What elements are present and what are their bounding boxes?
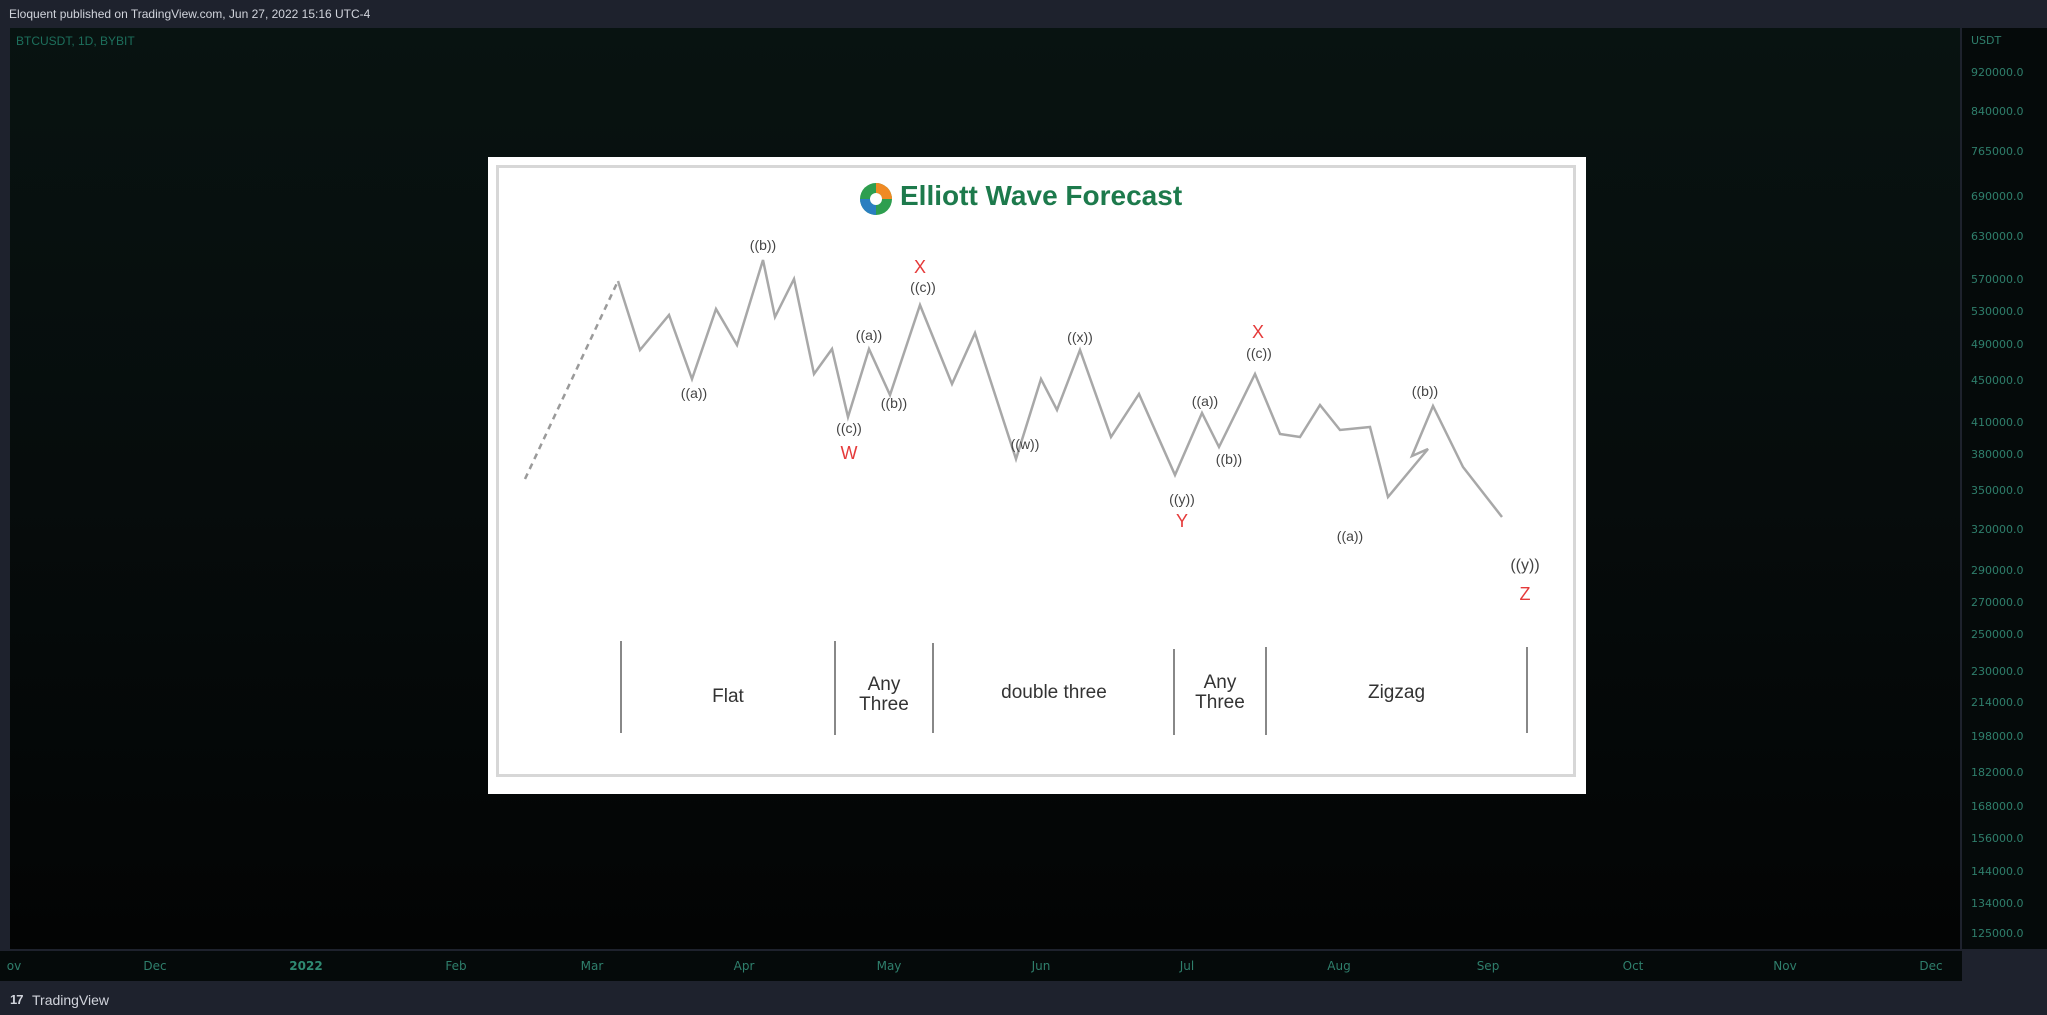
- time-tick: Oct: [1622, 959, 1644, 973]
- price-tick: 350000.0: [1971, 484, 2024, 497]
- price-axis[interactable]: [1962, 28, 2047, 949]
- footer-bar: 17 TradingView: [0, 985, 2047, 1015]
- time-tick: May: [876, 959, 902, 973]
- wave-label: ((b)): [749, 237, 777, 253]
- price-tick: 920000.0: [1971, 66, 2024, 79]
- time-tick: Nov: [1773, 959, 1797, 973]
- price-tick: 182000.0: [1971, 766, 2024, 779]
- image-frame: [496, 165, 1576, 777]
- wave-label: ((y)): [1510, 557, 1540, 574]
- price-tick: 690000.0: [1971, 190, 2024, 203]
- wave-label: ((b)): [1215, 451, 1243, 467]
- price-tick: 168000.0: [1971, 800, 2024, 813]
- publish-title: Eloquent published on TradingView.com, J…: [9, 7, 371, 21]
- wave-label: ((c)): [1246, 345, 1272, 361]
- time-tick: Jul: [1179, 959, 1195, 973]
- price-tick: 144000.0: [1971, 865, 2024, 878]
- wave-label: ((w)): [1010, 436, 1040, 452]
- segment-label: double three: [1001, 682, 1107, 703]
- price-tick: 290000.0: [1971, 564, 2024, 577]
- wave-label: ((a)): [680, 385, 708, 401]
- wave-label: ((a)): [1336, 528, 1364, 544]
- wave-label: ((b)): [880, 395, 908, 411]
- price-tick: 765000.0: [1971, 145, 2024, 158]
- wave-label: ((c)): [910, 279, 936, 295]
- segment-divider: [620, 641, 622, 733]
- segment-label: Any Three: [859, 674, 909, 715]
- segment-divider: [1265, 647, 1267, 735]
- price-tick: 198000.0: [1971, 730, 2024, 743]
- segment-divider: [1526, 647, 1528, 733]
- wave-label: ((c)): [836, 420, 862, 436]
- wave-label-red: X: [913, 257, 927, 277]
- price-tick: 320000.0: [1971, 523, 2024, 536]
- currency-label: USDT: [1971, 34, 2002, 47]
- price-tick: 270000.0: [1971, 596, 2024, 609]
- price-tick: 214000.0: [1971, 696, 2024, 709]
- wave-label-red: W: [840, 443, 858, 463]
- wave-label: ((a)): [855, 327, 883, 343]
- segment-divider: [932, 643, 934, 733]
- time-tick: Jun: [1031, 959, 1051, 973]
- tradingview-logo-icon: 17: [10, 992, 24, 1007]
- wave-label-red: Y: [1175, 511, 1189, 531]
- wave-label-red: X: [1251, 322, 1265, 342]
- time-tick: Sep: [1476, 959, 1500, 973]
- elliott-wave-logo-icon: [860, 183, 892, 215]
- tradingview-brand[interactable]: TradingView: [32, 992, 110, 1008]
- wave-label: ((y)): [1169, 491, 1195, 507]
- embedded-wave-image: Elliott Wave Forecast ((b)) X ((c)) ((a)…: [488, 157, 1586, 794]
- price-tick: 450000.0: [1971, 374, 2024, 387]
- price-tick: 380000.0: [1971, 448, 2024, 461]
- symbol-label: BTCUSDT, 1D, BYBIT: [16, 34, 135, 48]
- time-tick: Dec: [1919, 959, 1943, 973]
- price-tick: 125000.0: [1971, 927, 2024, 940]
- segment-label: Zigzag: [1367, 682, 1426, 703]
- publish-header: Eloquent published on TradingView.com, J…: [0, 0, 2047, 28]
- time-axis[interactable]: [0, 951, 1962, 981]
- time-tick: Aug: [1327, 959, 1351, 973]
- price-tick: 134000.0: [1971, 897, 2024, 910]
- time-tick: ov: [6, 959, 22, 973]
- time-tick: Apr: [733, 959, 755, 973]
- price-tick: 410000.0: [1971, 416, 2024, 429]
- time-tick: Mar: [580, 959, 604, 973]
- time-tick: Feb: [445, 959, 467, 973]
- price-tick: 570000.0: [1971, 273, 2024, 286]
- price-tick: 840000.0: [1971, 105, 2024, 118]
- segment-divider: [834, 641, 836, 735]
- segment-label: Any Three: [1195, 672, 1245, 713]
- wave-diagram: [523, 259, 1503, 518]
- wave-label: ((x)): [1067, 329, 1093, 345]
- price-tick: 490000.0: [1971, 338, 2024, 351]
- price-tick: 230000.0: [1971, 665, 2024, 678]
- wave-label-red: Z: [1519, 584, 1531, 604]
- segment-divider: [1173, 649, 1175, 735]
- time-tick: 2022: [289, 959, 323, 973]
- price-tick: 250000.0: [1971, 628, 2024, 641]
- price-tick: 530000.0: [1971, 305, 2024, 318]
- time-tick: Dec: [143, 959, 167, 973]
- wave-label: ((b)): [1411, 383, 1439, 399]
- price-tick: 630000.0: [1971, 230, 2024, 243]
- segment-label: Flat: [712, 686, 744, 707]
- price-tick: 156000.0: [1971, 832, 2024, 845]
- wave-label: ((a)): [1191, 393, 1219, 409]
- elliott-wave-logo-text: Elliott Wave Forecast: [900, 180, 1183, 211]
